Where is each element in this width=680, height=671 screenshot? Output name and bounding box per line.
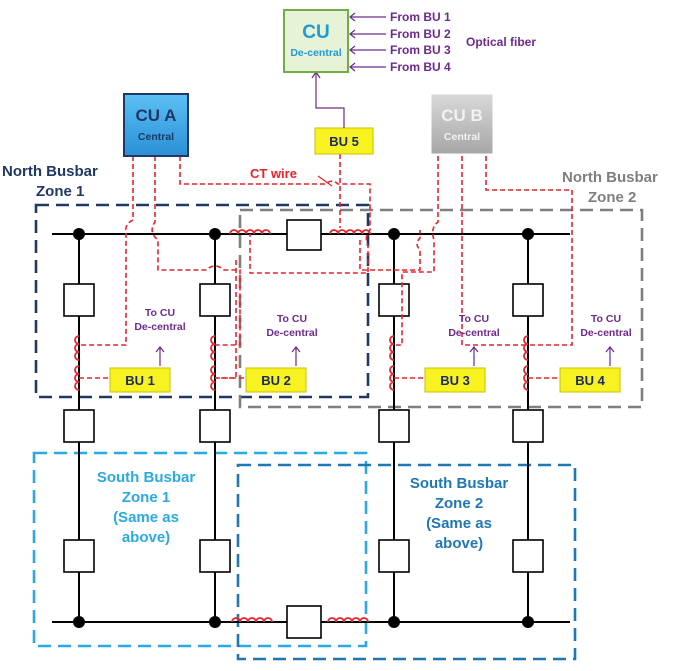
north-coupler-ct-left [229,229,271,235]
bu5-fiber-link [315,72,345,128]
to-cu-annotation-3: To CU De-central [448,313,500,366]
optical-fiber-label: Optical fiber [466,35,536,49]
svg-text:North Busbar: North Busbar [562,169,658,186]
bu-3: BU 3 [424,367,486,393]
svg-text:South Busbar: South Busbar [97,469,195,486]
svg-text:BU 2: BU 2 [261,373,291,388]
fiber-input-label-2: From BU 2 [390,27,451,41]
bay-2 [199,234,231,622]
south-zone-1-label: South Busbar Zone 1 (Same as above) [97,469,195,546]
svg-text:De-central: De-central [448,327,499,339]
svg-text:De-central: De-central [266,327,317,339]
svg-text:above): above) [435,535,483,552]
svg-text:De-central: De-central [290,47,341,59]
south-coupler-ct-left [231,617,273,623]
svg-text:(Same as: (Same as [113,509,179,526]
svg-text:South Busbar: South Busbar [410,475,508,492]
north-coupler-breaker [286,219,322,251]
south-zone-2-outline [236,463,577,661]
svg-text:To CU: To CU [277,313,307,325]
ct-wiring [79,154,573,379]
bu-5: BU 5 [314,127,374,155]
north-zone-1-outline [34,203,370,399]
fiber-input-label-4: From BU 4 [390,60,451,74]
svg-text:CU: CU [302,22,329,43]
north-zone-2-label: North Busbar Zone 2 [562,169,658,206]
bu-1: BU 1 [109,367,171,393]
to-cu-annotation-2: To CU De-central [266,313,318,366]
south-coupler-breaker [286,605,322,639]
north-zone-2-outline [238,208,644,409]
cu-a: CU A Central [123,93,189,157]
fiber-input-label-1: From BU 1 [390,10,451,24]
bay-4 [512,234,544,622]
bay-3 [378,234,410,622]
south-zone-2-label: South Busbar Zone 2 (Same as above) [410,475,508,552]
cu-b: CU B Central [430,93,494,155]
junction-dots [73,228,534,628]
svg-text:Zone 1: Zone 1 [122,489,170,506]
svg-text:BU 4: BU 4 [575,373,605,388]
bay-1 [63,234,95,622]
svg-text:To CU: To CU [459,313,489,325]
svg-text:CU B: CU B [441,106,483,125]
fiber-input-label-3: From BU 3 [390,43,451,57]
svg-text:Zone 1: Zone 1 [36,183,84,200]
svg-text:above): above) [122,529,170,546]
svg-text:(Same as: (Same as [426,515,492,532]
svg-text:BU 5: BU 5 [329,134,359,149]
svg-text:BU 3: BU 3 [440,373,470,388]
svg-text:CU A: CU A [136,106,177,125]
bu-4: BU 4 [559,367,621,393]
svg-text:Zone 2: Zone 2 [435,495,483,512]
cu-decentral: CU De-central [283,9,349,73]
to-cu-annotation-1: To CU De-central [134,307,186,366]
svg-text:De-central: De-central [134,321,185,333]
svg-text:Zone 2: Zone 2 [588,189,636,206]
svg-text:To CU: To CU [591,313,621,325]
svg-text:BU 1: BU 1 [125,373,155,388]
svg-text:Central: Central [138,131,174,143]
svg-text:De-central: De-central [580,327,631,339]
north-coupler-ct-right [329,229,371,235]
south-coupler-ct-right [327,617,369,623]
north-zone-1-label: North Busbar Zone 1 [2,163,98,200]
bay-ct-coils [74,335,529,391]
to-cu-annotation-4: To CU De-central [580,313,632,366]
ct-wire-pointer [317,175,333,187]
ct-wire-label: CT wire [250,166,297,181]
south-zone-1-outline [32,451,368,648]
bu-2: BU 2 [245,367,307,393]
svg-text:To CU: To CU [145,307,175,319]
svg-text:Central: Central [444,131,480,143]
svg-text:North Busbar: North Busbar [2,163,98,180]
fiber-input-arrows [349,12,386,72]
